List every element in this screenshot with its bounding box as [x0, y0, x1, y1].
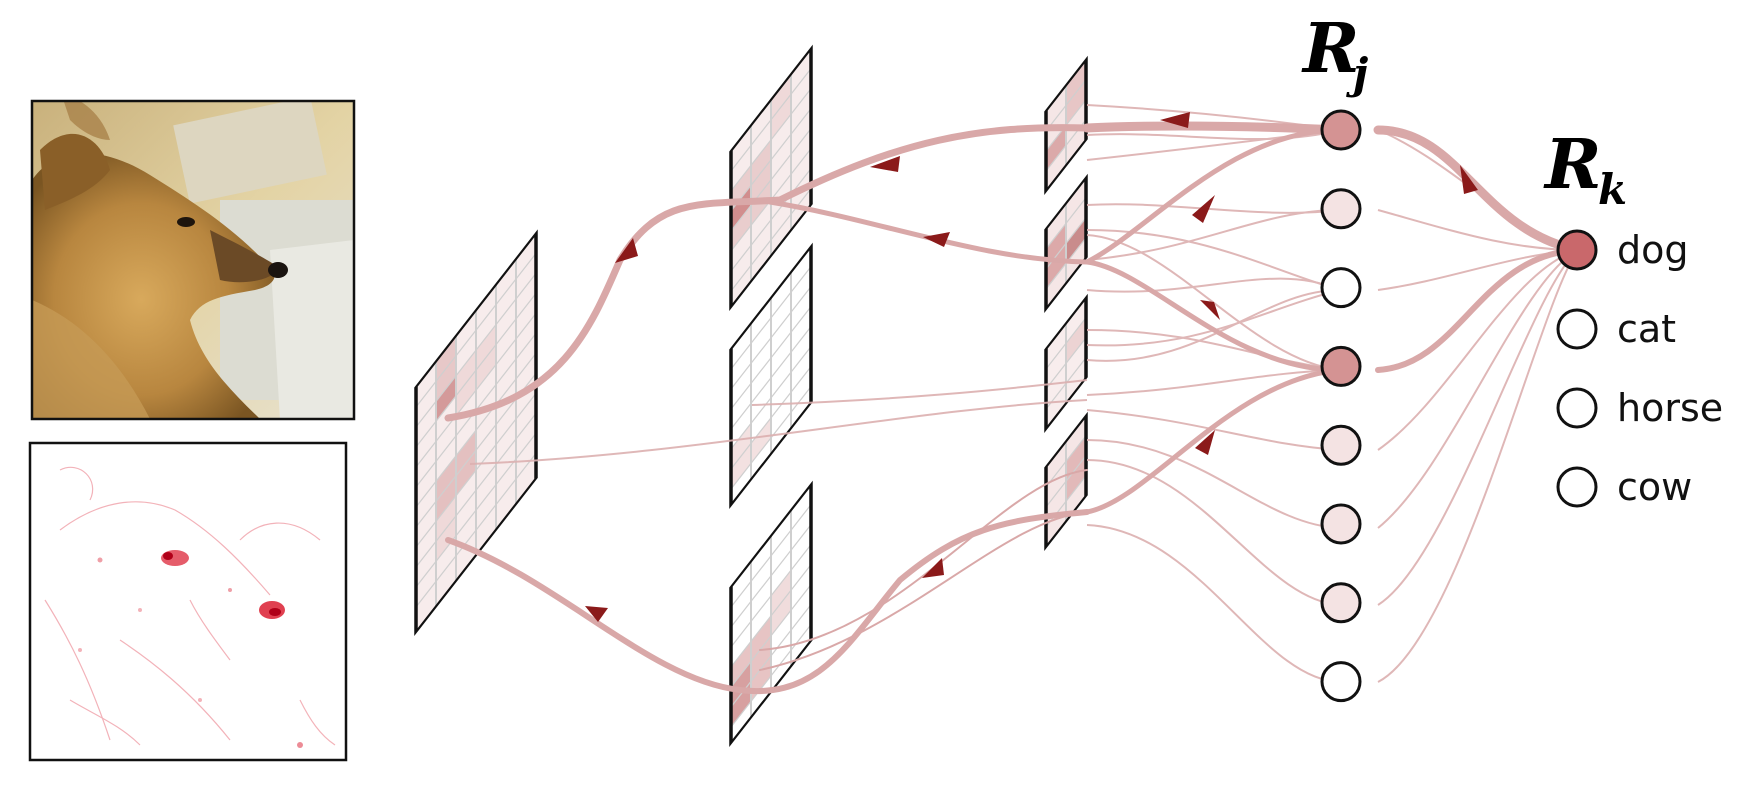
class-label-cat: cat: [1617, 307, 1676, 351]
output-neurons: dog cat horse cow: [1556, 228, 1723, 509]
hidden-neuron: [1320, 424, 1362, 466]
hidden-neuron: [1320, 188, 1362, 230]
feature-map-layer-1-top: [729, 44, 813, 311]
hidden-neuron: [1320, 582, 1362, 624]
output-neuron-cat: [1556, 308, 1598, 350]
hidden-neurons: [1320, 109, 1362, 703]
relevance-connections-thick: [444, 121, 1583, 695]
hidden-neuron: [1320, 345, 1362, 387]
feature-map-layer-1-bottom: [729, 480, 813, 747]
feature-map-layer-2-3: [1044, 293, 1088, 433]
relevance-heatmap: [28, 441, 348, 762]
hidden-neuron: [1320, 267, 1362, 309]
relevance-label-k-main: R: [1543, 125, 1602, 205]
output-neuron-dog: [1556, 229, 1598, 271]
class-label-dog: dog: [1617, 228, 1689, 272]
relevance-label-k-subscript: k: [1598, 165, 1627, 214]
relevance-label-j-main: R: [1301, 9, 1360, 89]
input-image: [30, 99, 356, 421]
output-neuron-horse: [1556, 387, 1598, 429]
relevance-arrows: [585, 112, 1478, 622]
relevance-connections-thin: [469, 104, 1579, 683]
hidden-neuron: [1320, 109, 1362, 151]
hidden-neuron: [1320, 503, 1362, 545]
relevance-label-j: R j: [1301, 9, 1368, 98]
class-label-cow: cow: [1617, 465, 1692, 509]
output-neuron-cow: [1556, 466, 1598, 508]
relevance-label-k: R k: [1543, 125, 1627, 214]
feature-map-layer-2-2: [1044, 173, 1088, 313]
class-label-horse: horse: [1617, 386, 1723, 430]
hidden-neuron: [1320, 661, 1362, 703]
feature-map-layer-1-middle: [729, 242, 813, 509]
feature-map-layer-0: [414, 229, 538, 636]
